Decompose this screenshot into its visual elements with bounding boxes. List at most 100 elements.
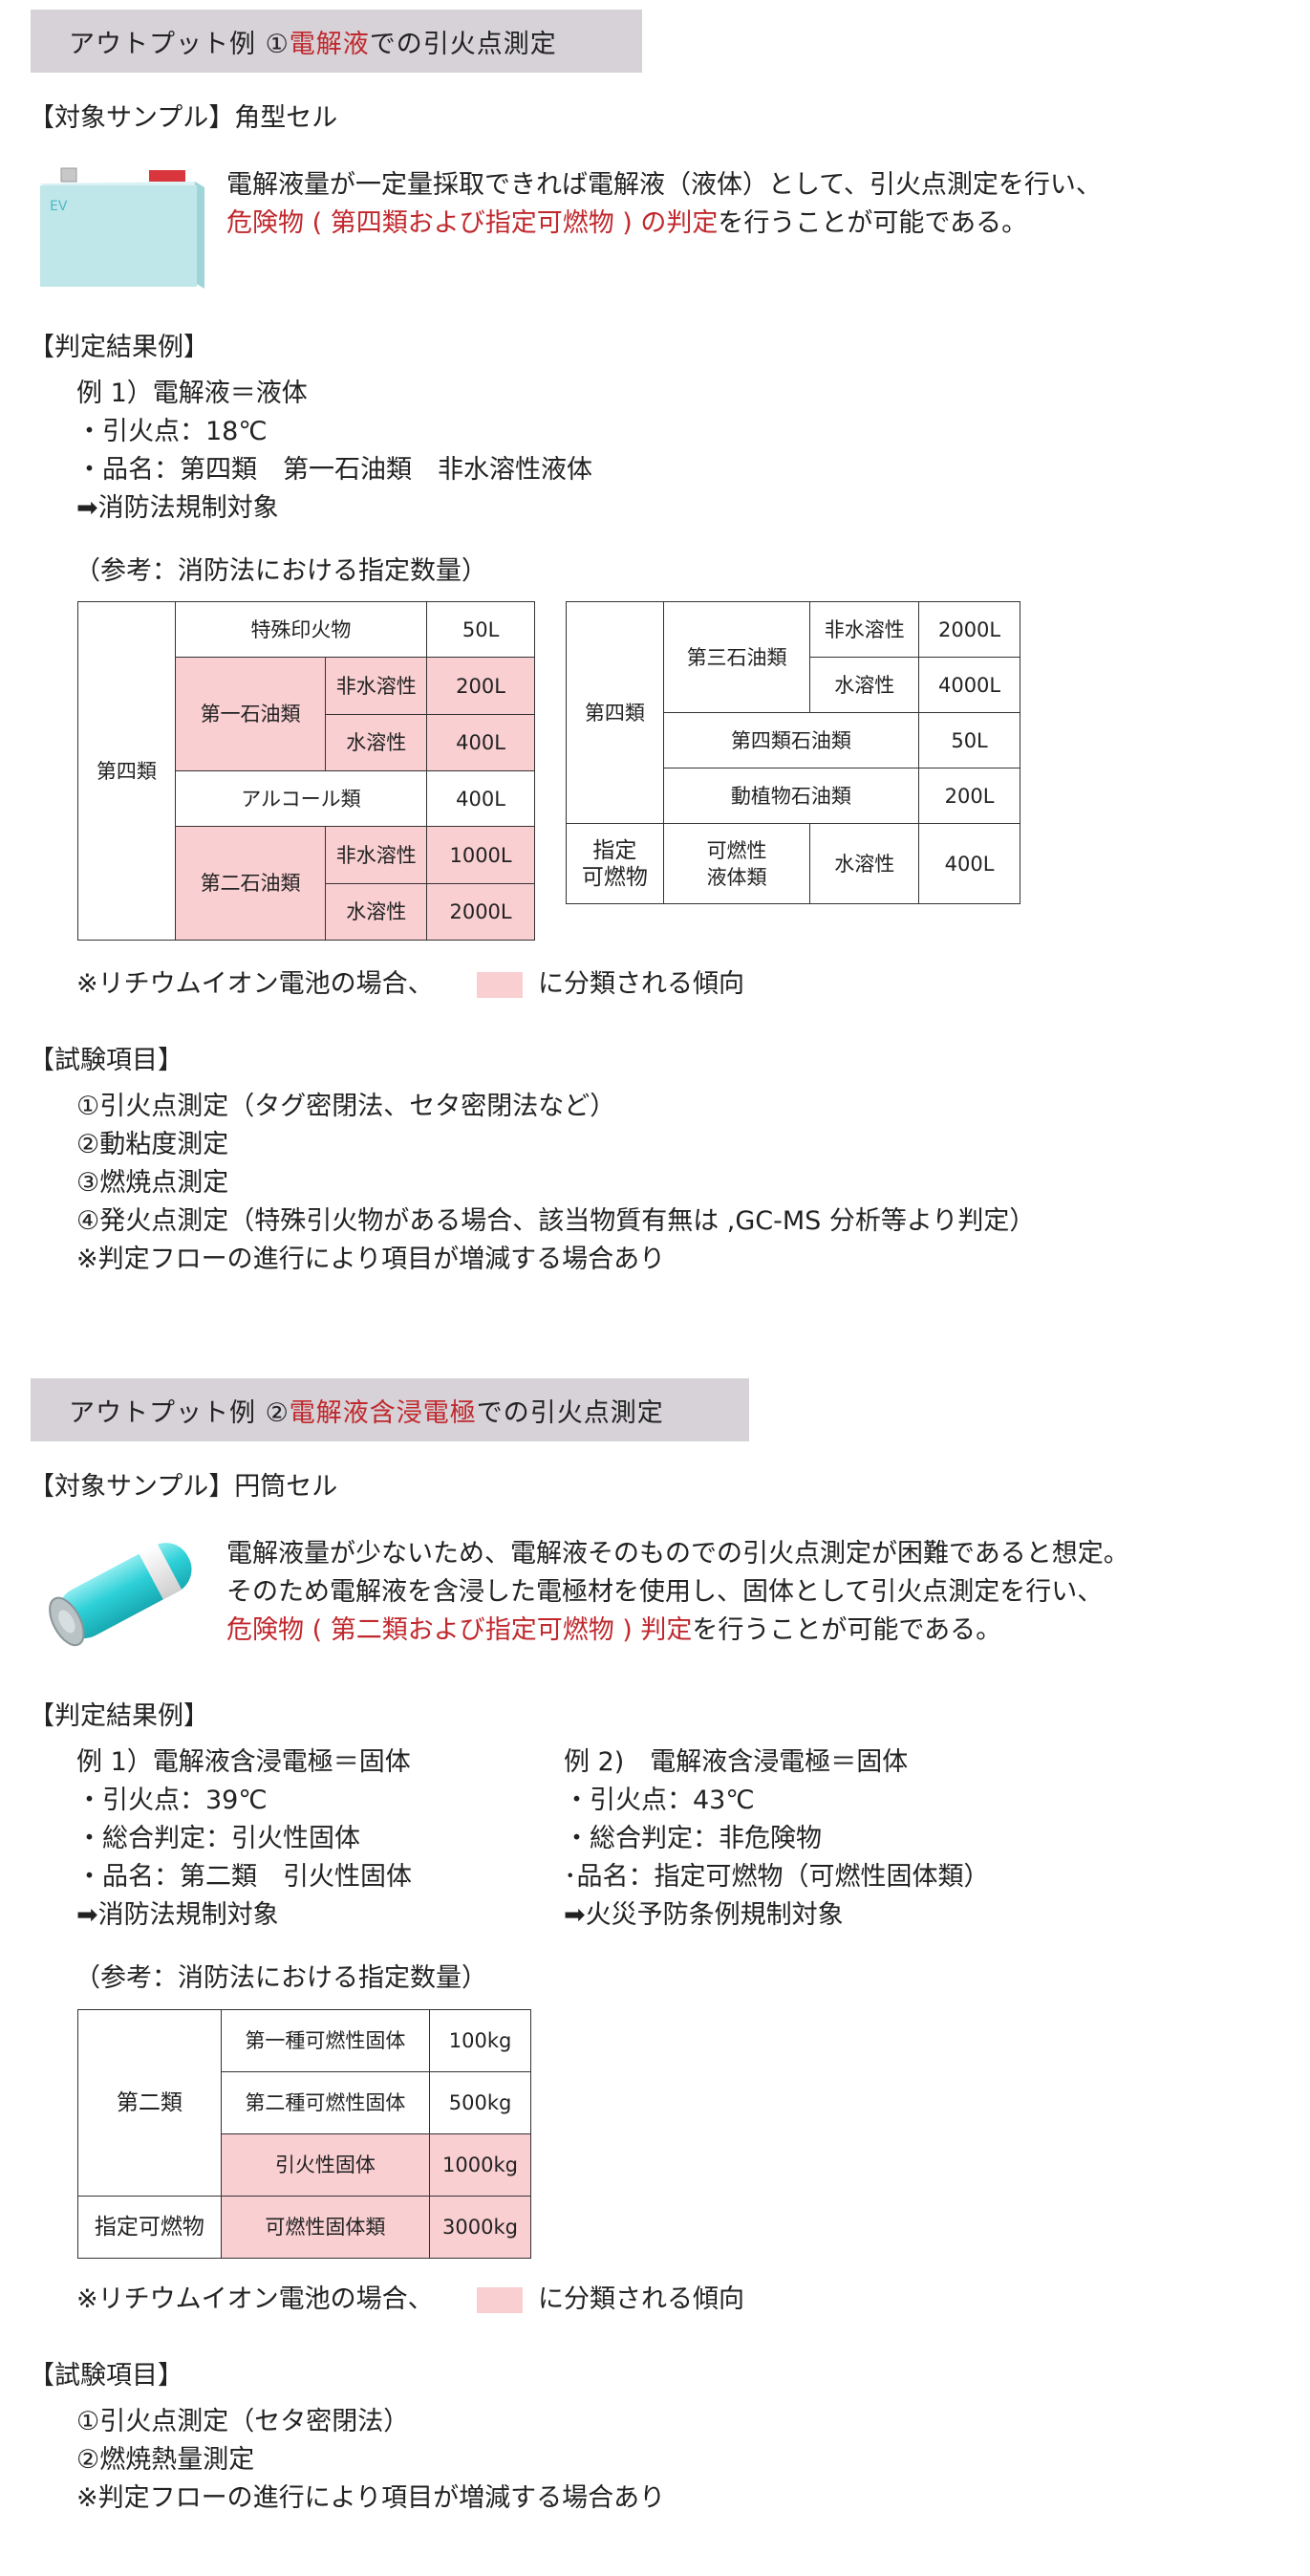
table-b-r1-qty1: 2000L <box>918 601 1020 658</box>
section1-note-before: ※リチウムイオン電池の場合、 <box>76 969 434 999</box>
section2-example1: 例 1）電解液含浸電極＝固体 ・引火点：39℃ ・総合判定：引火性固体 ・品名：… <box>76 1743 412 1935</box>
section1-table-b: 第四類 第三石油類 非水溶性 2000L 水溶性 4000L 第四類石油類 50… <box>566 601 1020 904</box>
table-b-r4-name: 可燃性 液体類 <box>662 823 811 904</box>
section1-sample: 【対象サンプル】角型セル <box>29 103 338 133</box>
table-b-r1-qty2: 4000L <box>918 657 1020 713</box>
table-b-r2-name: 第四類石油類 <box>662 712 920 768</box>
test-item: ②燃焼熱量測定 <box>76 2445 255 2475</box>
table-b-r3-qty: 200L <box>918 768 1020 824</box>
table-c-r2-name: 第二種可燃性固体 <box>220 2071 431 2134</box>
section2-desc-line3: 危険物 ( 第二類および指定可燃物 ) 判定を行うことが可能である。 <box>226 1612 1129 1650</box>
test-item: ③燃焼点測定 <box>76 1168 229 1198</box>
example-line: 例 1）電解液＝液体 <box>76 379 308 408</box>
section2-ref-title: （参考：消防法における指定数量） <box>75 1963 487 1993</box>
test-item: ①引火点測定（タグ密閉法、セタ密閉法など） <box>76 1092 616 1121</box>
section1-desc-line1: 電解液量が一定量採取できれば電解液（液体）として、引火点測定を行い、 <box>226 170 1102 200</box>
section1-tests: ①引火点測定（タグ密閉法、セタ密閉法など） ②動粘度測定 ③燃焼点測定 ④発火点… <box>76 1088 1035 1279</box>
example-line: ・品名：第四類 第一石油類 非水溶性液体 <box>76 455 592 485</box>
table-a-group: 第四類 <box>77 601 176 941</box>
table-c-r4-name: 可燃性固体類 <box>220 2196 431 2259</box>
section1-table-a: 第四類 特殊印火物 50L 第一石油類 非水溶性 200L 水溶性 400L ア… <box>77 601 535 941</box>
section2-tests: ①引火点測定（セタ密閉法） ②燃焼熱量測定 ※判定フローの進行により項目が増減す… <box>76 2403 665 2518</box>
example-line: 例 1）電解液含浸電極＝固体 <box>76 1747 411 1777</box>
example-line: ・引火点：43℃ <box>564 1786 755 1815</box>
section1-ref-title: （参考：消防法における指定数量） <box>75 556 487 586</box>
section2-header-suffix: での引火点測定 <box>476 1397 664 1428</box>
table-b-r1-sub1: 非水溶性 <box>809 601 920 658</box>
example-line: ・引火点：39℃ <box>76 1786 268 1815</box>
example-line: 例 2) 電解液含浸電極＝固体 <box>564 1747 909 1777</box>
section2-table-c: 第二類 第一種可燃性固体 100kg 第二種可燃性固体 500kg 引火性固体 … <box>77 2009 531 2259</box>
table-a-r2-sub1: 非水溶性 <box>325 657 428 715</box>
section1-desc-line2: 危険物 ( 第四類および指定可燃物 ) の判定を行うことが可能である。 <box>226 205 1102 243</box>
table-a-r2-qty2: 400L <box>426 714 535 771</box>
section2-result-heading: 【判定結果例】 <box>29 1701 209 1731</box>
table-a-r4-sub2: 水溶性 <box>325 883 428 941</box>
example-line: ・品名：第二類 引火性固体 <box>76 1862 412 1892</box>
table-a-r2-sub2: 水溶性 <box>325 714 428 771</box>
section1-pink-swatch <box>477 972 523 998</box>
section1-test-heading: 【試験項目】 <box>29 1046 183 1075</box>
section1-desc-line2-rest: を行うことが可能である。 <box>718 208 1028 238</box>
table-b-r1-name: 第三石油類 <box>662 601 811 713</box>
table-a-r4-name: 第二石油類 <box>174 826 327 941</box>
prismatic-cell-image: EV <box>40 167 204 289</box>
example-line: ・総合判定：非危険物 <box>564 1824 822 1853</box>
section2-note-before: ※リチウムイオン電池の場合、 <box>76 2284 434 2314</box>
section2-desc-line3-rest: を行うことが可能である。 <box>692 1615 1002 1645</box>
section1-note-after: に分類される傾向 <box>538 969 744 999</box>
table-b-r4-qty: 400L <box>918 823 1020 904</box>
test-item: ※判定フローの進行により項目が増減する場合あり <box>76 1245 666 1274</box>
table-b-r2-qty: 50L <box>918 712 1020 768</box>
example-line: ・引火点：18℃ <box>76 417 268 446</box>
table-b-r4-group: 指定 可燃物 <box>566 823 664 904</box>
table-a-r4-sub1: 非水溶性 <box>325 826 428 884</box>
table-b-r4-sub: 水溶性 <box>809 823 920 904</box>
section2-desc-line3-red: 危険物 ( 第二類および指定可燃物 ) 判定 <box>226 1615 693 1645</box>
example-line: ➡消防法規制対象 <box>76 493 279 523</box>
table-a-r3-name: アルコール類 <box>174 770 428 827</box>
section1-result-heading: 【判定結果例】 <box>29 333 209 362</box>
table-a-r3-qty: 400L <box>426 770 535 827</box>
section2-pink-swatch <box>477 2287 523 2313</box>
test-item: ②動粘度測定 <box>76 1130 229 1159</box>
example-line: ･品名：指定可燃物（可燃性固体類） <box>564 1862 990 1892</box>
cylindrical-cell-image <box>49 1543 192 1647</box>
test-item: ※判定フローの進行により項目が増減する場合あり <box>76 2483 666 2513</box>
table-a-r2-qty1: 200L <box>426 657 535 715</box>
table-a-r1-name: 特殊印火物 <box>174 601 428 658</box>
table-a-r2-name: 第一石油類 <box>174 657 327 771</box>
table-c-r1-qty: 100kg <box>429 2009 531 2072</box>
table-a-r1-qty: 50L <box>426 601 535 658</box>
section1-header-prefix: アウトプット例 ① <box>69 29 290 59</box>
table-b-group: 第四類 <box>566 601 664 824</box>
example-line: ➡火災予防条例規制対象 <box>564 1900 844 1930</box>
section1-header-highlight: 電解液 <box>289 29 370 59</box>
section2-note-after: に分類される傾向 <box>538 2284 744 2314</box>
section1-description: 電解液量が一定量採取できれば電解液（液体）として、引火点測定を行い、 危険物 (… <box>226 166 1102 243</box>
table-b-r3-name: 動植物石油類 <box>662 768 920 824</box>
section1-desc-line2-red: 危険物 ( 第四類および指定可燃物 ) の判定 <box>226 208 719 238</box>
section2-sample: 【対象サンプル】円筒セル <box>29 1472 338 1502</box>
test-item: ①引火点測定（セタ密閉法） <box>76 2407 410 2436</box>
section2-desc-line2: そのため電解液を含浸した電極材を使用し、固体として引火点測定を行い、 <box>226 1577 1104 1607</box>
table-c-r3-name: 引火性固体 <box>220 2133 431 2197</box>
table-c-group: 第二類 <box>77 2009 222 2197</box>
table-b-r1-sub2: 水溶性 <box>809 657 920 713</box>
table-c-r3-qty: 1000kg <box>429 2133 531 2197</box>
table-c-r4-qty: 3000kg <box>429 2196 531 2259</box>
test-item: ④発火点測定（特殊引火物がある場合、該当物質有無は ,GC-MS 分析等より判定… <box>76 1206 1036 1236</box>
table-c-r4-group: 指定可燃物 <box>77 2196 222 2259</box>
table-a-r4-qty1: 1000L <box>426 826 535 884</box>
section1-header-suffix: での引火点測定 <box>369 29 557 59</box>
table-a-r4-qty2: 2000L <box>426 883 535 941</box>
example-line: ・総合判定：引火性固体 <box>76 1824 360 1853</box>
table-c-r1-name: 第一種可燃性固体 <box>220 2009 431 2072</box>
section2-header-prefix: アウトプット例 ② <box>69 1397 290 1428</box>
section2-desc-line1: 電解液量が少ないため、電解液そのものでの引火点測定が困難であると想定。 <box>226 1539 1129 1569</box>
section2-description: 電解液量が少ないため、電解液そのものでの引火点測定が困難であると想定。 そのため… <box>226 1535 1129 1650</box>
section2-test-heading: 【試験項目】 <box>29 2361 183 2391</box>
table-c-r2-qty: 500kg <box>429 2071 531 2134</box>
